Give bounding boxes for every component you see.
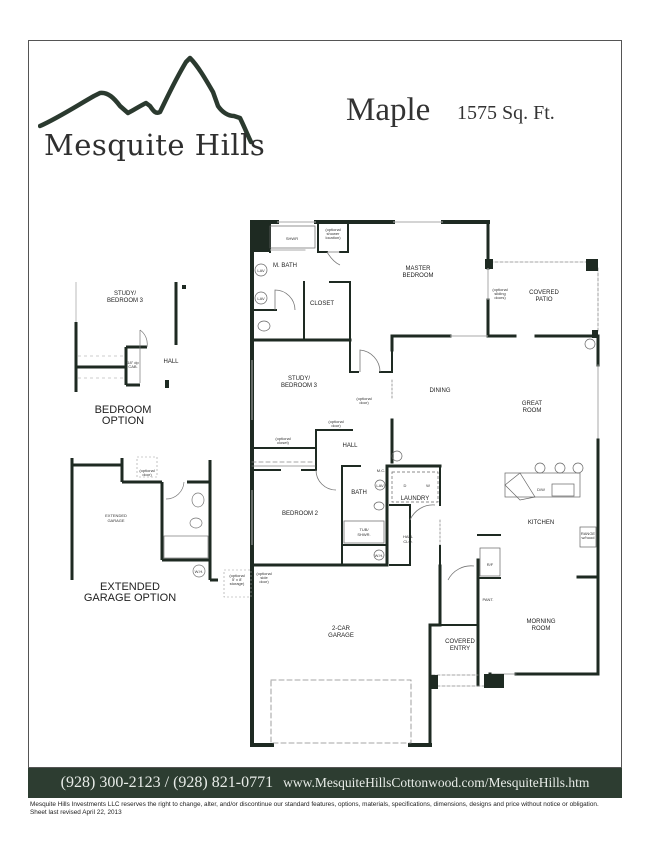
label-dw: D/W: [537, 487, 545, 492]
brand-name: Mesquite Hills: [44, 128, 266, 162]
label-kitchen: KITCHEN: [528, 520, 554, 526]
contact-phone: (928) 300-2123 / (928) 821-0771: [60, 774, 274, 791]
website-link[interactable]: www.MesquiteHillsCottonwood.com/Mesquite…: [283, 775, 590, 790]
label-bedroom-2: BEDROOM 2: [282, 511, 319, 517]
label-closet: CLOSET: [310, 301, 334, 307]
label-laundry: LAUNDRY: [401, 496, 430, 502]
label-hall: HALL: [342, 443, 358, 449]
label-tub-shwr: TUB/SHWR.: [357, 527, 370, 537]
label-option-study: STUDY/BEDROOM 3: [107, 291, 144, 304]
label-m-bath: M. BATH: [273, 263, 297, 269]
label-wh: W.H.: [375, 553, 384, 558]
label-lav-2: LAV: [257, 296, 265, 301]
sheet-frame: [28, 40, 622, 768]
label-bath: BATH: [351, 490, 367, 496]
mountain-peaks-icon: [38, 55, 254, 145]
label-dining: DINING: [430, 388, 451, 394]
label-rf: R/F: [487, 562, 494, 567]
label-lav-3: LAV: [376, 483, 384, 488]
disclaimer: Mesquite Hills Investments LLC reserves …: [30, 801, 630, 817]
label-study: STUDY/BEDROOM 3: [281, 376, 318, 389]
label-shower: SHWR: [286, 236, 298, 241]
label-pantry: PANT.: [482, 597, 493, 602]
plan-sqft: 1575 Sq. Ft.: [457, 102, 555, 124]
label-garage-option-wh: W.H.: [195, 569, 204, 574]
contact-footer-bar: (928) 300-2123 / (928) 821-0771 www.Mesq…: [28, 768, 622, 798]
label-washer: W: [426, 483, 430, 488]
revision-date: Sheet last revised April 22, 2013: [30, 809, 122, 816]
label-lav-1: LAV: [257, 268, 265, 273]
label-mc: M.C.: [377, 468, 385, 473]
plan-name: Maple: [346, 92, 431, 128]
disclaimer-text: Mesquite Hills Investments LLC reserves …: [30, 801, 599, 808]
label-option-hall: HALL: [163, 359, 179, 365]
label-dryer: D: [404, 483, 407, 488]
